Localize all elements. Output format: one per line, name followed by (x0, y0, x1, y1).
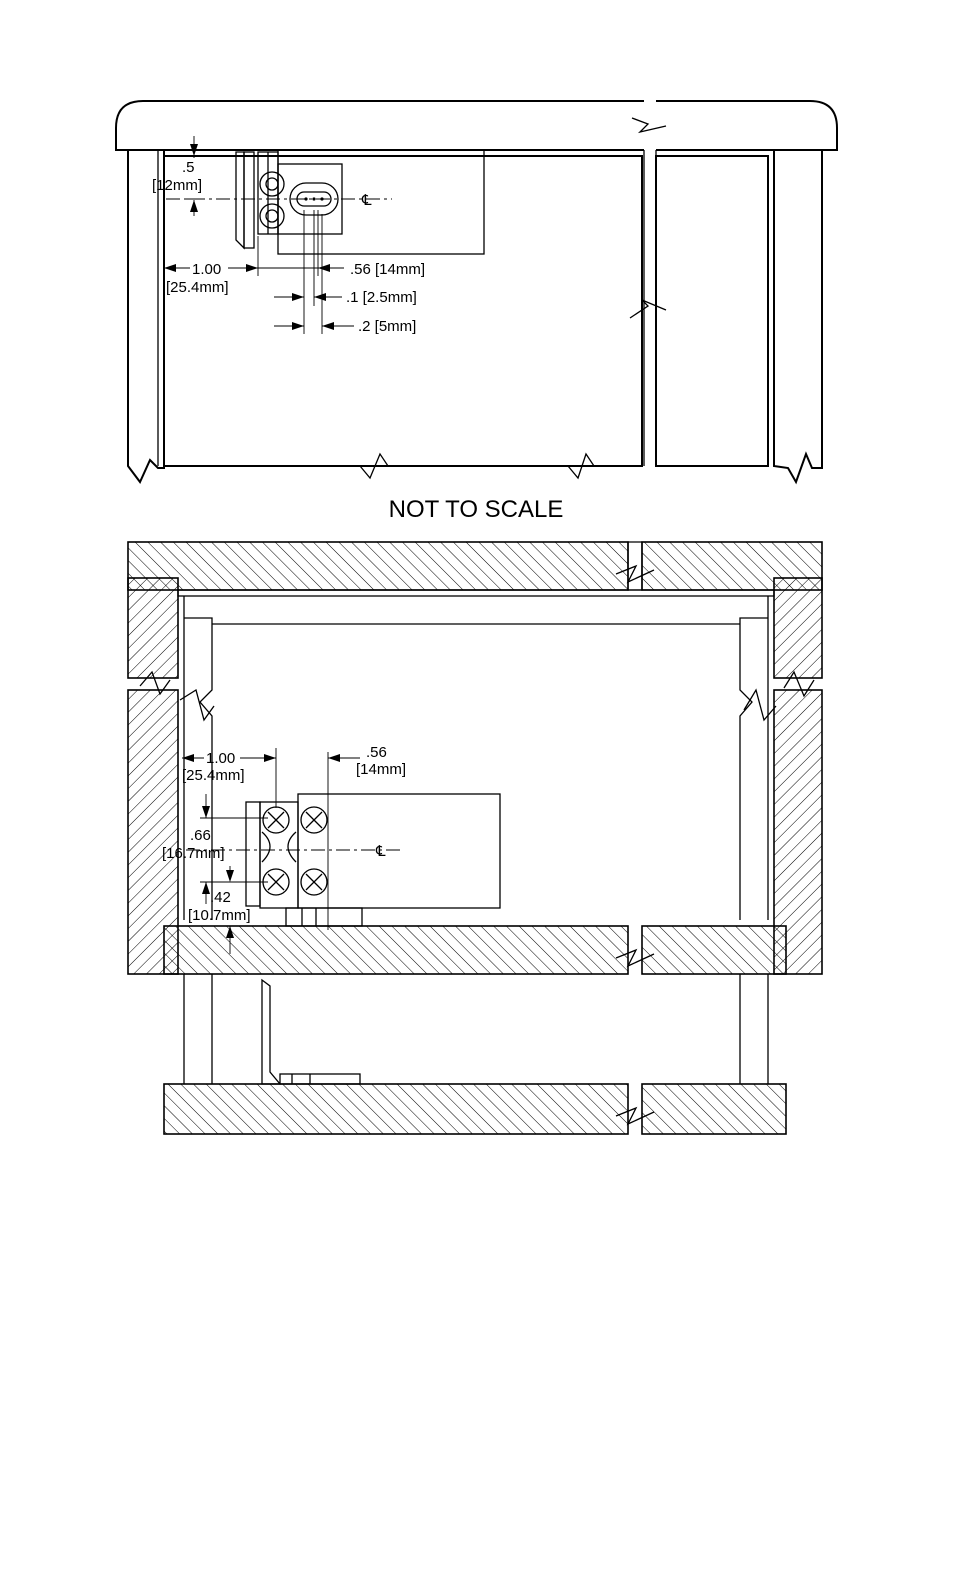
top-dim-slot: .2 [5mm] (358, 318, 416, 335)
top-dim-center: .56 [14mm] (350, 261, 425, 278)
top-dim-height-mm: [12mm] (152, 177, 202, 194)
top-screw-hole-upper (260, 172, 284, 196)
bottom-left-side-upper (128, 578, 178, 678)
bottom-view: ℄ 1.00 [25.4mm] .56 [14 (128, 542, 822, 1134)
top-hinge-base (278, 150, 484, 254)
top-screw-hole-lower (260, 204, 284, 228)
bottom-middle-board-right (642, 926, 786, 974)
top-hinge-plate-flange (244, 152, 254, 248)
bottom-right-side-upper (774, 578, 822, 678)
top-dim-small: .1 [2.5mm] (346, 289, 417, 306)
not-to-scale-note: NOT TO SCALE (389, 496, 564, 523)
bottom-dim-screw-mm: [16.7mm] (162, 845, 225, 862)
bottom-centerline-symbol: ℄ (375, 843, 386, 860)
top-countertop-left (116, 101, 644, 150)
bottom-dim-offset: 1.00 (206, 750, 235, 767)
top-countertop-right (656, 101, 837, 150)
bottom-dim-edge-mm: [10.7mm] (188, 907, 251, 924)
bottom-dim-center: .56 (366, 744, 387, 761)
bottom-dim-offset-mm: [25.4mm] (182, 767, 245, 784)
top-view: ℄ .5 [12mm] 1.00 [25.4mm] .56 [14mm] .1 … (116, 101, 837, 482)
bottom-top-board-left (128, 542, 628, 590)
top-dim-height: .5 (182, 159, 195, 176)
top-cabinet-right-side (774, 150, 822, 482)
bottom-dim-edge: .42 (210, 889, 231, 906)
bottom-bottom-board-right (642, 1084, 786, 1134)
bottom-dim-screw: .66 (190, 827, 211, 844)
top-countertop-break (632, 118, 666, 132)
bottom-bottom-board-left (164, 1084, 628, 1134)
top-dim-offset: 1.00 (192, 261, 221, 278)
top-door-panel-right (656, 156, 768, 466)
top-centerline-symbol: ℄ (361, 192, 372, 209)
top-dim-offset-mm: [25.4mm] (166, 279, 229, 296)
bottom-middle-board-left (164, 926, 628, 974)
bottom-dim-center-mm: [14mm] (356, 761, 406, 778)
